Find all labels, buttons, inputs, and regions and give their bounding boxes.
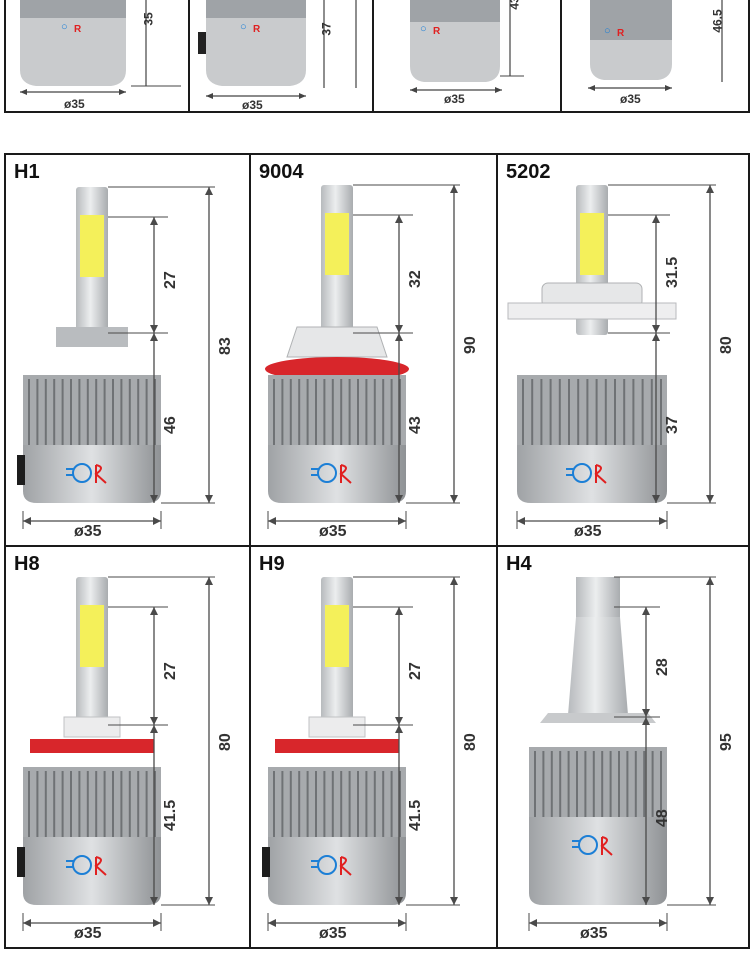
top-cell-3: ○ R 43 ø35 [372, 0, 562, 113]
top-4-diameter: ø35 [620, 92, 641, 106]
bottom-dimension-label: 41.5 [162, 799, 179, 831]
svg-text:R: R [617, 28, 625, 39]
top-dimension-label: 27 [407, 662, 424, 680]
top-dimension-label: 27 [162, 271, 179, 289]
bottom-dimension-label: 37 [664, 416, 681, 434]
diameter-label: ø35 [580, 925, 608, 942]
total-dimension-label: 90 [462, 336, 479, 354]
bottom-dimension-label: 43 [407, 416, 424, 434]
bulb-model-label: H4 [506, 553, 532, 575]
svg-text:R: R [74, 24, 82, 35]
cob-led-chip [580, 213, 604, 275]
top-dimension-label: 32 [407, 270, 424, 288]
svg-text:○: ○ [61, 21, 68, 33]
cob-led-chip [325, 213, 349, 275]
svg-text:R: R [253, 24, 261, 35]
led-bulb-icon [311, 463, 352, 484]
led-bulb-icon [572, 835, 613, 856]
top-3-height: 43 [507, 0, 522, 10]
diameter-label: ø35 [319, 523, 347, 540]
bottom-dimension-label: 46 [162, 416, 179, 434]
svg-text:○: ○ [240, 21, 247, 33]
top-3-diameter: ø35 [444, 92, 465, 106]
total-dimension-label: 80 [217, 733, 234, 751]
diameter-label: ø35 [74, 523, 102, 540]
bulb-model-label: H9 [259, 553, 285, 575]
top-bulb-2-illustration: ○ R [198, 0, 357, 99]
led-bulb-icon [66, 463, 107, 484]
cob-led-chip [80, 215, 104, 277]
bulb-model-label: 9004 [259, 161, 304, 183]
top-1-diameter: ø35 [64, 97, 85, 111]
bulb-model-label: H1 [14, 161, 40, 183]
bottom-dimension-label: 41.5 [407, 799, 424, 831]
top-1-height: 35 [141, 12, 156, 26]
top-4-height: 46.5 [710, 9, 725, 33]
bottom-dimension-label: 48 [654, 809, 671, 827]
bulb-panel-h4: H4 28 48 95 ø35 [498, 547, 748, 945]
top-cell-4: ○ R 46.5 ø35 [560, 0, 750, 113]
top-dimension-label: 28 [654, 658, 671, 676]
led-bulb-icon [311, 855, 352, 876]
top-dimension-label: 31.5 [664, 256, 681, 288]
led-bulb-icon [566, 463, 607, 484]
top-bulb-1-illustration: ○ R [20, 0, 181, 95]
top-bulb-row: ○ R 35 ø35 ○ R 37 ø35 ○ R [0, 0, 750, 113]
diameter-label: ø35 [319, 925, 347, 942]
top-cell-2: ○ R 37 ø35 [188, 0, 374, 113]
total-dimension-label: 80 [718, 336, 735, 354]
top-dimension-label: 27 [162, 662, 179, 680]
total-dimension-label: 83 [217, 337, 234, 355]
bulb-model-label: H8 [14, 553, 40, 575]
svg-text:○: ○ [604, 25, 611, 37]
bulb-panel-h1: H1 27 46 83 ø35 [6, 155, 247, 543]
top-2-diameter: ø35 [242, 98, 263, 112]
bulb-model-label: 5202 [506, 161, 551, 183]
led-bulb-icon [66, 855, 107, 876]
svg-text:R: R [433, 26, 441, 37]
total-dimension-label: 80 [462, 733, 479, 751]
bulb-illustration [507, 184, 716, 529]
cob-led-chip [325, 605, 349, 667]
diameter-label: ø35 [74, 925, 102, 942]
top-bulb-3-illustration: ○ R [410, 0, 524, 93]
bulb-panel-9004: 9004 32 43 90 ø35 [251, 155, 492, 543]
cob-led-chip [80, 605, 104, 667]
bulb-panel-5202: 5202 31.5 37 80 ø35 [498, 155, 748, 543]
bulb-size-grid [4, 153, 750, 949]
bulb-panel-h9: H9 27 41.5 80 ø35 [251, 547, 492, 945]
total-dimension-label: 95 [718, 733, 735, 751]
top-bulb-4-illustration: ○ R [588, 0, 723, 91]
top-2-height: 37 [319, 22, 334, 36]
top-cell-1: ○ R 35 ø35 [4, 0, 190, 113]
bulb-illustration [265, 184, 460, 529]
bulb-illustration [528, 576, 716, 931]
bulb-illustration [17, 186, 215, 529]
svg-text:○: ○ [420, 23, 427, 35]
diameter-label: ø35 [574, 523, 602, 540]
bulb-panel-h8: H8 27 41.5 80 ø35 [6, 547, 247, 945]
bulb-illustration [17, 576, 215, 931]
bulb-illustration [262, 576, 460, 931]
